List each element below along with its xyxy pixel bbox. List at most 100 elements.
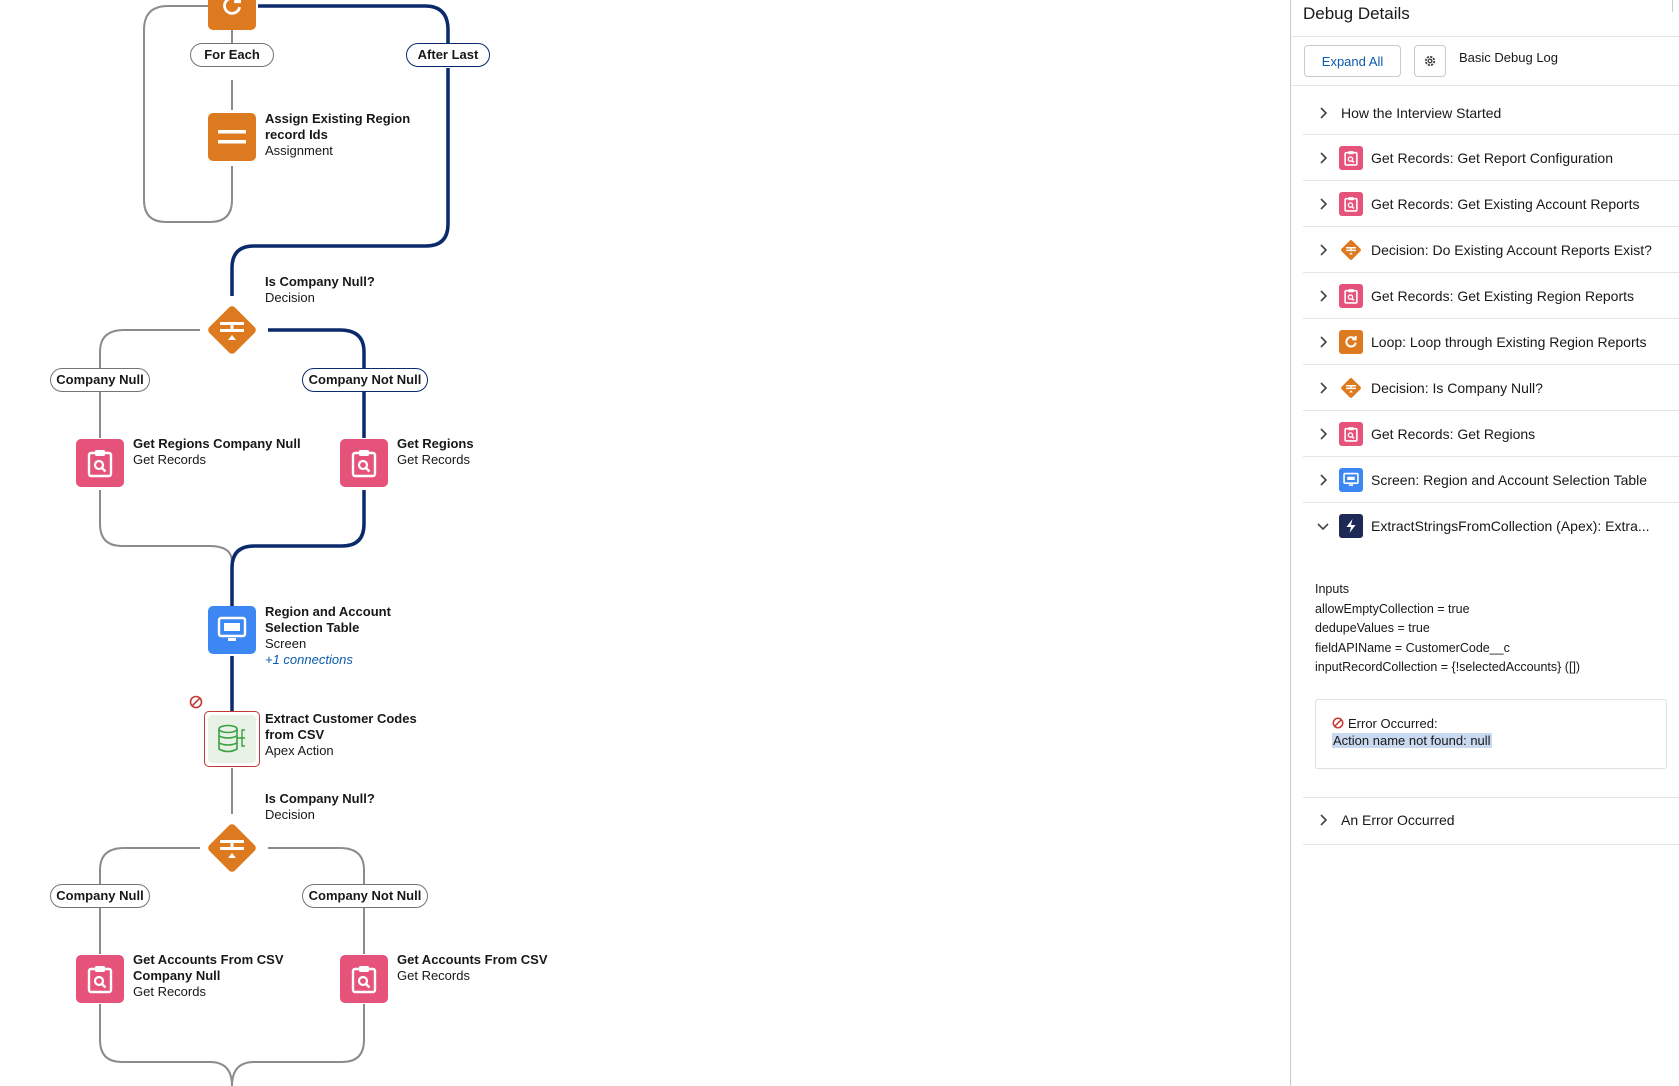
node-title: Is Company Null? (265, 274, 375, 289)
inputs-heading: Inputs (1315, 582, 1350, 596)
node-type: Assignment (265, 143, 333, 158)
assignment-node-label: Assign Existing Region record Ids Assign… (265, 111, 410, 159)
input-value: fieldAPIName = CustomerCode__c (1315, 640, 1510, 655)
get-accounts-node-icon[interactable] (340, 955, 388, 1003)
debug-step-row[interactable]: Get Records: Get Regions (1303, 411, 1679, 457)
get-records-icon (351, 450, 377, 478)
panel-title: Debug Details (1303, 4, 1410, 23)
settings-button[interactable] (1414, 45, 1446, 77)
company-not-null-connector-label-2[interactable]: Company Not Null (302, 884, 428, 908)
company-not-null-connector-label[interactable]: Company Not Null (302, 368, 428, 392)
debug-step-row[interactable]: ExtractStringsFromCollection (Apex): Ext… (1303, 503, 1679, 549)
decision-icon (220, 840, 244, 858)
assignment-node-icon[interactable] (208, 113, 256, 161)
get-records-icon (1339, 422, 1363, 446)
screen-node-icon[interactable] (208, 606, 256, 654)
node-title: Get Accounts From CSV (397, 952, 548, 967)
chevron-right-icon (1320, 107, 1328, 119)
node-type: Get Records (133, 452, 206, 467)
apex-action-node-icon[interactable] (204, 711, 260, 767)
decision2-label: Is Company Null? Decision (265, 791, 375, 823)
node-title: Get Regions Company Null (133, 436, 301, 451)
loop-node-icon[interactable] (208, 0, 256, 30)
error-title: Error Occurred: (1348, 716, 1438, 731)
get-records-icon (351, 966, 377, 994)
node-type: Screen (265, 636, 307, 651)
node-type: Apex Action (265, 743, 334, 758)
panel-edge (1672, 0, 1677, 12)
divider (1291, 36, 1679, 37)
debug-step-row[interactable]: Get Records: Get Existing Region Reports (1303, 273, 1679, 319)
connections-link[interactable]: +1 connections (265, 652, 353, 667)
error-message: Action name not found: null (1332, 733, 1492, 748)
loop-icon (223, 0, 241, 15)
debug-step-label: Get Records: Get Existing Account Report… (1371, 196, 1640, 212)
debug-step-row[interactable]: Decision: Do Existing Account Reports Ex… (1303, 227, 1679, 273)
company-null-connector-label[interactable]: Company Null (50, 368, 150, 392)
debug-step-row[interactable]: Get Records: Get Report Configuration (1303, 135, 1679, 181)
error-box: Error Occurred: Action name not found: n… (1315, 699, 1667, 769)
debug-step-label: How the Interview Started (1341, 105, 1502, 121)
decision2-node-icon[interactable] (200, 816, 264, 880)
debug-step-row[interactable]: How the Interview Started (1303, 90, 1679, 135)
get-regions-node-icon[interactable] (340, 439, 388, 487)
divider (1291, 85, 1679, 86)
get-records-icon (87, 450, 113, 478)
step-details: Inputs allowEmptyCollection = true dedup… (1315, 580, 1580, 678)
divider (1303, 797, 1679, 798)
debug-step-label: Get Records: Get Report Configuration (1371, 150, 1614, 166)
node-type: Get Records (397, 452, 470, 467)
node-title: from CSV (265, 727, 325, 742)
debug-step-label: An Error Occurred (1341, 812, 1455, 828)
company-null-connector-label-2[interactable]: Company Null (50, 884, 150, 908)
expand-all-button[interactable]: Expand All (1304, 45, 1401, 77)
debug-step-row[interactable]: Screen: Region and Account Selection Tab… (1303, 457, 1679, 503)
get-records-icon (1339, 192, 1363, 216)
loop-icon (1339, 330, 1363, 354)
node-title: Get Accounts From CSV (133, 952, 284, 967)
flow-canvas[interactable]: For Each After Last Assign Existing Regi… (0, 0, 1290, 1086)
decision-node-icon[interactable] (200, 298, 264, 362)
apex-node-label: Extract Customer Codes from CSV Apex Act… (265, 711, 417, 759)
chevron-right-icon (1320, 336, 1328, 348)
input-value: inputRecordCollection = {!selectedAccoun… (1315, 660, 1581, 674)
equals-icon (218, 130, 246, 144)
get-accounts-null-node-icon[interactable] (76, 955, 124, 1003)
node-title: Get Regions (397, 436, 474, 451)
screen-node-label: Region and Account Selection Table Scree… (265, 604, 391, 668)
node-type: Get Records (397, 968, 470, 983)
screen-icon (217, 616, 247, 641)
node-title: record Ids (265, 127, 328, 142)
node-title: Assign Existing Region (265, 111, 411, 126)
for-each-connector-label[interactable]: For Each (190, 43, 274, 67)
get-regions-null-node-icon[interactable] (76, 439, 124, 487)
error-icon (189, 695, 203, 709)
flow-connectors (99, 0, 450, 1086)
get-records-icon (87, 966, 113, 994)
debug-step-row[interactable]: Loop: Loop through Existing Region Repor… (1303, 319, 1679, 365)
input-value: dedupeValues = true (1315, 621, 1430, 635)
debug-step-row[interactable]: An Error Occurred (1303, 797, 1679, 845)
apex-icon (1339, 514, 1363, 538)
debug-step-label: Decision: Do Existing Account Reports Ex… (1371, 242, 1652, 258)
debug-details-panel: Debug Details Expand All Basic Debug Log… (1290, 0, 1679, 1086)
node-type: Get Records (133, 984, 206, 999)
get-records-icon (1339, 146, 1363, 170)
debug-step-label: ExtractStringsFromCollection (Apex): Ext… (1371, 518, 1650, 534)
chevron-right-icon (1320, 198, 1328, 210)
error-icon (1332, 717, 1344, 729)
database-icon (218, 724, 245, 753)
node-title: Region and Account (265, 604, 391, 619)
debug-step-row[interactable]: Get Records: Get Existing Account Report… (1303, 181, 1679, 227)
node-title: Company Null (133, 968, 221, 983)
debug-step-label: Loop: Loop through Existing Region Repor… (1371, 334, 1647, 350)
after-last-connector-label[interactable]: After Last (406, 43, 490, 67)
debug-step-label: Get Records: Get Regions (1371, 426, 1536, 442)
node-type: Decision (265, 290, 315, 305)
debug-step-label: Screen: Region and Account Selection Tab… (1371, 472, 1648, 488)
decision-icon (220, 322, 244, 340)
gear-icon (1424, 55, 1436, 67)
debug-step-label: Get Records: Get Existing Region Reports (1371, 288, 1635, 304)
chevron-right-icon (1320, 382, 1328, 394)
debug-step-row[interactable]: Decision: Is Company Null? (1303, 365, 1679, 411)
